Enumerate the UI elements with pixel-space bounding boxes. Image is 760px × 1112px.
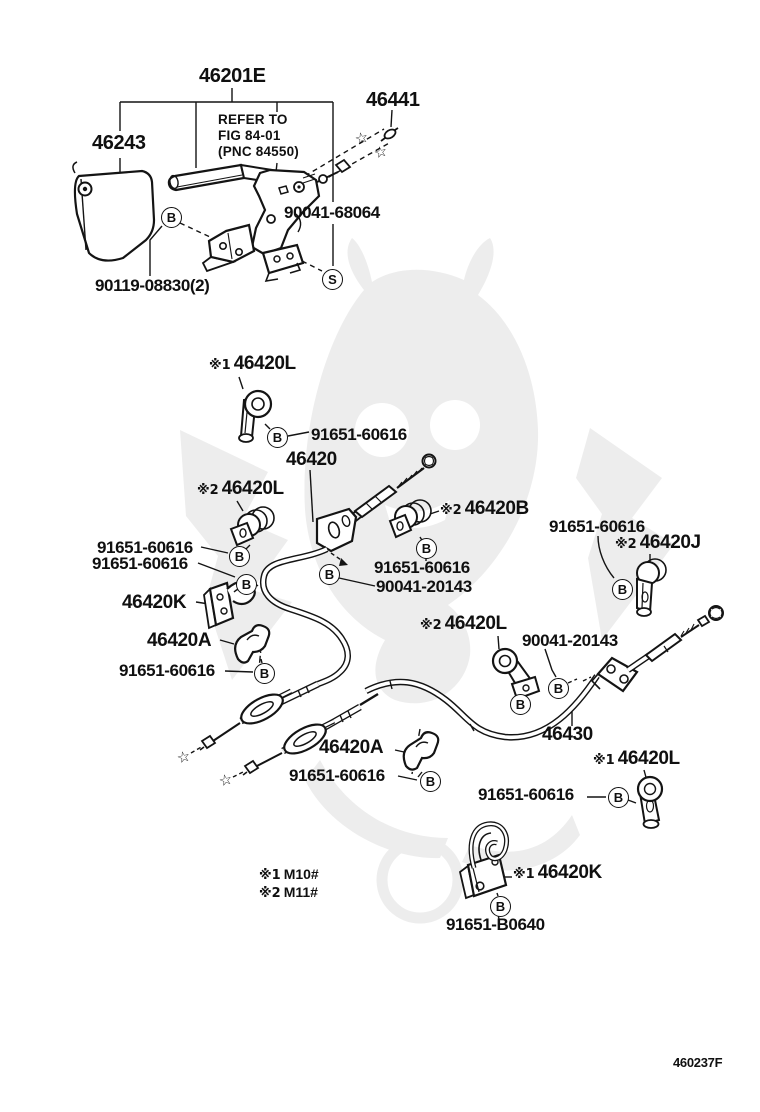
callout-b-12: B bbox=[608, 787, 629, 808]
part-number: 46420L bbox=[221, 478, 284, 499]
lever-46201e-drawing bbox=[167, 158, 352, 283]
part-label-90119-08830: 90119-08830(2) bbox=[95, 276, 210, 295]
ref-mark: ※2 bbox=[420, 618, 442, 633]
clamp-46420j bbox=[636, 558, 667, 617]
part-label-46201E: 46201E bbox=[199, 65, 266, 87]
bracket-46420k-1 bbox=[203, 580, 256, 630]
clamp-46420a-2 bbox=[402, 731, 440, 771]
part-label-91651-60616-1: 91651-60616 bbox=[311, 425, 407, 444]
cable-46420-drawing bbox=[199, 453, 437, 751]
cable-46430-drawing bbox=[242, 605, 724, 776]
part-label-91651-60616-8: 91651-60616 bbox=[478, 785, 574, 804]
refer-note: REFER TO FIG 84-01 (PNC 84550) bbox=[218, 112, 299, 160]
callout-b-1: B bbox=[161, 207, 182, 228]
part-label-91651-60616-6: 91651-60616 bbox=[119, 661, 215, 680]
ref-mark: ※1 bbox=[593, 753, 615, 768]
legend-value: M10# bbox=[283, 866, 319, 882]
callout-b-13: B bbox=[490, 896, 511, 917]
part-number: 46420L bbox=[444, 613, 507, 634]
part-label-46420A-2: 46420A bbox=[319, 737, 384, 758]
ref-mark: ※2 bbox=[615, 537, 637, 552]
refer-note-line3: (PNC 84550) bbox=[218, 144, 299, 159]
hook-46420k-2 bbox=[458, 821, 509, 900]
part-label-91651-60616-3: 91651-60616 bbox=[97, 538, 193, 557]
part-label-91651-60616-7: 91651-60616 bbox=[289, 766, 385, 785]
legend-value: M11# bbox=[283, 884, 318, 900]
part-label-46420: 46420 bbox=[286, 449, 337, 470]
ref-mark: ※2 bbox=[197, 483, 219, 498]
equalizer-46430 bbox=[283, 718, 336, 755]
part-number: 46420L bbox=[233, 353, 296, 374]
callout-b-9: B bbox=[510, 694, 531, 715]
ref-mark: ※1 bbox=[209, 358, 231, 373]
part-number: 46420B bbox=[464, 498, 530, 519]
part-label-46430: 46430 bbox=[542, 724, 593, 745]
figure-code: 460237F bbox=[673, 1055, 723, 1070]
callout-b-4: B bbox=[236, 574, 257, 595]
callout-b-5: B bbox=[319, 564, 340, 585]
ref-mark: ※2 bbox=[259, 886, 281, 901]
part-number: 46420J bbox=[639, 532, 701, 553]
part-label-46441: 46441 bbox=[366, 89, 420, 111]
bolt-46441-drawing bbox=[380, 127, 399, 142]
clamp-46420l-1 bbox=[238, 389, 273, 443]
callout-b-6: B bbox=[416, 538, 437, 559]
callout-b-11: B bbox=[420, 771, 441, 792]
part-label-91651-60616-4: 91651-60616 bbox=[92, 554, 188, 573]
clamp-46420l-2 bbox=[229, 506, 275, 547]
part-number: 46420K bbox=[537, 862, 603, 883]
pad-46243-drawing bbox=[72, 161, 156, 262]
clamp-46420a-1 bbox=[234, 624, 271, 664]
clamp-46420b bbox=[388, 499, 432, 539]
part-label-46243: 46243 bbox=[92, 132, 146, 154]
ref-mark: ※2 bbox=[440, 503, 462, 518]
ref-mark: ※1 bbox=[259, 868, 281, 883]
callout-b-7: B bbox=[612, 579, 633, 600]
part-label-90041-20143-2: 90041-20143 bbox=[522, 631, 618, 650]
callout-b-10: B bbox=[548, 678, 569, 699]
equalizer-46420 bbox=[240, 688, 293, 725]
refer-note-line1: REFER TO bbox=[218, 112, 288, 127]
callout-b-8: B bbox=[254, 663, 275, 684]
part-label-91651-60616-2: 91651-60616 bbox=[549, 517, 645, 536]
callout-b-3: B bbox=[229, 546, 250, 567]
part-label-90041-20143-1: 90041-20143 bbox=[376, 577, 472, 596]
clamp-46420l-4 bbox=[636, 775, 664, 829]
part-number: 46420L bbox=[617, 748, 680, 769]
callout-b-2: B bbox=[267, 427, 288, 448]
part-label-91651-60616-5: 91651-60616 bbox=[374, 558, 470, 577]
clamp-46420l-3 bbox=[491, 647, 541, 701]
ref-mark: ※1 bbox=[513, 867, 535, 882]
refer-note-line2: FIG 84-01 bbox=[218, 128, 281, 143]
callout-s: S bbox=[322, 269, 343, 290]
part-label-46420A-1: 46420A bbox=[147, 630, 212, 651]
part-label-90041-68064: 90041-68064 bbox=[284, 203, 380, 222]
part-label-91651-B0640: 91651-B0640 bbox=[446, 915, 545, 934]
part-label-46420K-1: 46420K bbox=[122, 592, 187, 613]
